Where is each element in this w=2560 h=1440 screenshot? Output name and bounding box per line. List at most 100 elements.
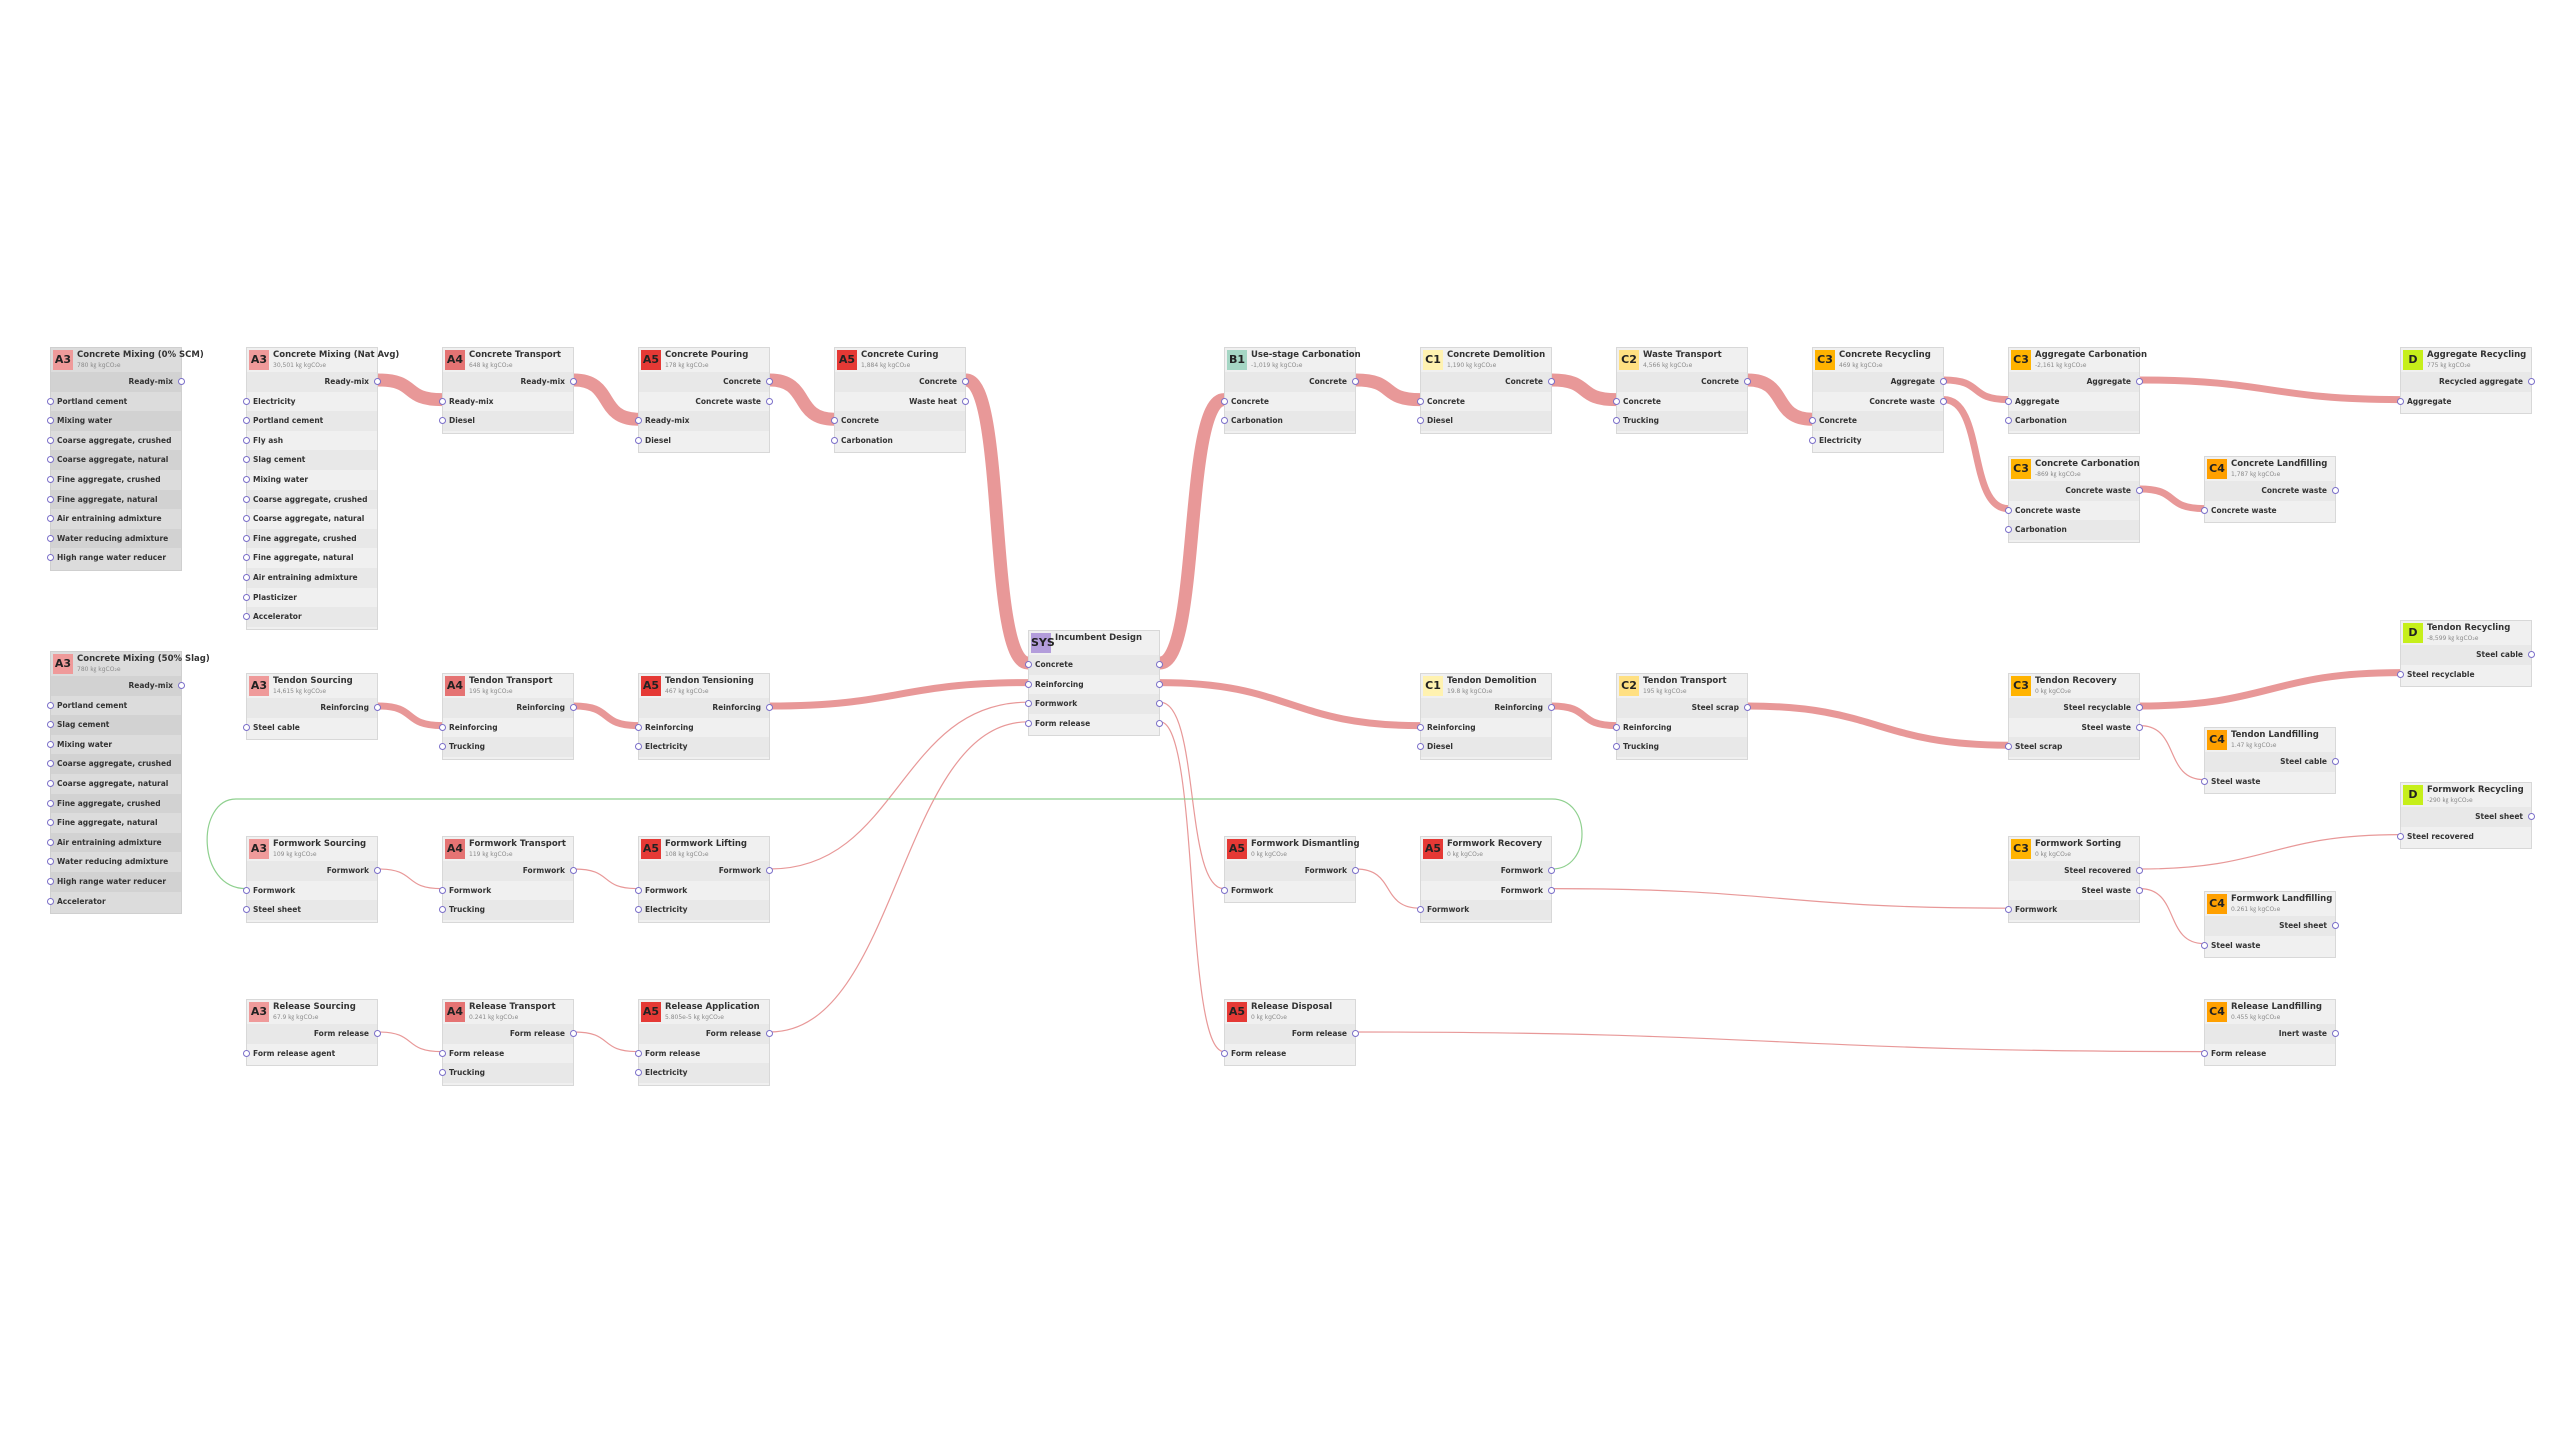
output-port[interactable] bbox=[1156, 680, 1163, 688]
input-port[interactable] bbox=[47, 838, 54, 846]
output-port[interactable] bbox=[2332, 1030, 2339, 1037]
input-port[interactable] bbox=[635, 1069, 642, 1077]
input-port[interactable] bbox=[47, 858, 54, 866]
input-port[interactable] bbox=[243, 554, 250, 562]
input-port[interactable] bbox=[439, 1069, 446, 1077]
input-port[interactable] bbox=[635, 723, 642, 731]
output-port[interactable] bbox=[374, 378, 381, 385]
input-port[interactable] bbox=[1417, 723, 1424, 731]
input-port[interactable] bbox=[47, 475, 54, 483]
output-port[interactable] bbox=[1352, 867, 1359, 874]
input-port[interactable] bbox=[1417, 906, 1424, 914]
flow-link-6[interactable] bbox=[1545, 373, 1623, 407]
output-port[interactable] bbox=[1352, 378, 1359, 385]
flow-link-32[interactable] bbox=[1355, 1031, 2205, 1053]
input-port[interactable] bbox=[2005, 506, 2012, 514]
flow-link-20[interactable] bbox=[377, 868, 443, 890]
input-port[interactable] bbox=[439, 1049, 446, 1057]
output-port[interactable] bbox=[178, 682, 185, 689]
input-port[interactable] bbox=[831, 436, 838, 444]
output-port[interactable] bbox=[2332, 922, 2339, 929]
input-port[interactable] bbox=[243, 573, 250, 581]
input-port[interactable] bbox=[47, 740, 54, 748]
input-port[interactable] bbox=[243, 886, 250, 894]
flow-link-5[interactable] bbox=[1349, 373, 1427, 407]
input-port[interactable] bbox=[1613, 723, 1620, 731]
input-port[interactable] bbox=[47, 701, 54, 709]
input-port[interactable] bbox=[1613, 397, 1620, 405]
output-port[interactable] bbox=[570, 867, 577, 874]
output-port[interactable] bbox=[1548, 704, 1555, 711]
input-port[interactable] bbox=[635, 906, 642, 914]
output-port[interactable] bbox=[570, 378, 577, 385]
input-port[interactable] bbox=[1417, 417, 1424, 425]
input-port[interactable] bbox=[47, 456, 54, 464]
input-port[interactable] bbox=[1221, 417, 1228, 425]
input-port[interactable] bbox=[1025, 700, 1032, 708]
input-port[interactable] bbox=[47, 779, 54, 787]
output-port[interactable] bbox=[2528, 378, 2535, 385]
output-port[interactable] bbox=[962, 397, 969, 405]
input-port[interactable] bbox=[2397, 397, 2404, 405]
output-port[interactable] bbox=[178, 378, 185, 385]
input-port[interactable] bbox=[1809, 417, 1816, 425]
output-port[interactable] bbox=[1744, 704, 1751, 711]
input-port[interactable] bbox=[1025, 719, 1032, 727]
output-port[interactable] bbox=[766, 378, 773, 385]
output-port[interactable] bbox=[1548, 867, 1555, 874]
input-port[interactable] bbox=[439, 723, 446, 731]
flow-link-11[interactable] bbox=[2136, 485, 2208, 513]
flow-link-25[interactable] bbox=[1551, 888, 2009, 909]
output-port[interactable] bbox=[2136, 704, 2143, 711]
input-port[interactable] bbox=[439, 906, 446, 914]
input-port[interactable] bbox=[243, 475, 250, 483]
output-port[interactable] bbox=[1744, 378, 1751, 385]
flow-link-29[interactable] bbox=[573, 1031, 639, 1053]
output-port[interactable] bbox=[2136, 487, 2143, 494]
flow-link-7[interactable] bbox=[1741, 373, 1819, 426]
input-port[interactable] bbox=[243, 397, 250, 405]
input-port[interactable] bbox=[47, 799, 54, 807]
input-port[interactable] bbox=[635, 743, 642, 751]
output-port[interactable] bbox=[1940, 378, 1947, 385]
flow-link-22[interactable] bbox=[769, 701, 1029, 870]
output-port[interactable] bbox=[766, 867, 773, 874]
input-port[interactable] bbox=[2005, 906, 2012, 914]
input-port[interactable] bbox=[243, 1049, 250, 1057]
flow-link-24[interactable] bbox=[1355, 868, 1421, 909]
input-port[interactable] bbox=[243, 456, 250, 464]
output-port[interactable] bbox=[374, 704, 381, 711]
flow-link-19[interactable] bbox=[2139, 725, 2205, 781]
input-port[interactable] bbox=[1221, 397, 1228, 405]
flow-link-16[interactable] bbox=[1548, 702, 1620, 730]
output-port[interactable] bbox=[374, 867, 381, 874]
